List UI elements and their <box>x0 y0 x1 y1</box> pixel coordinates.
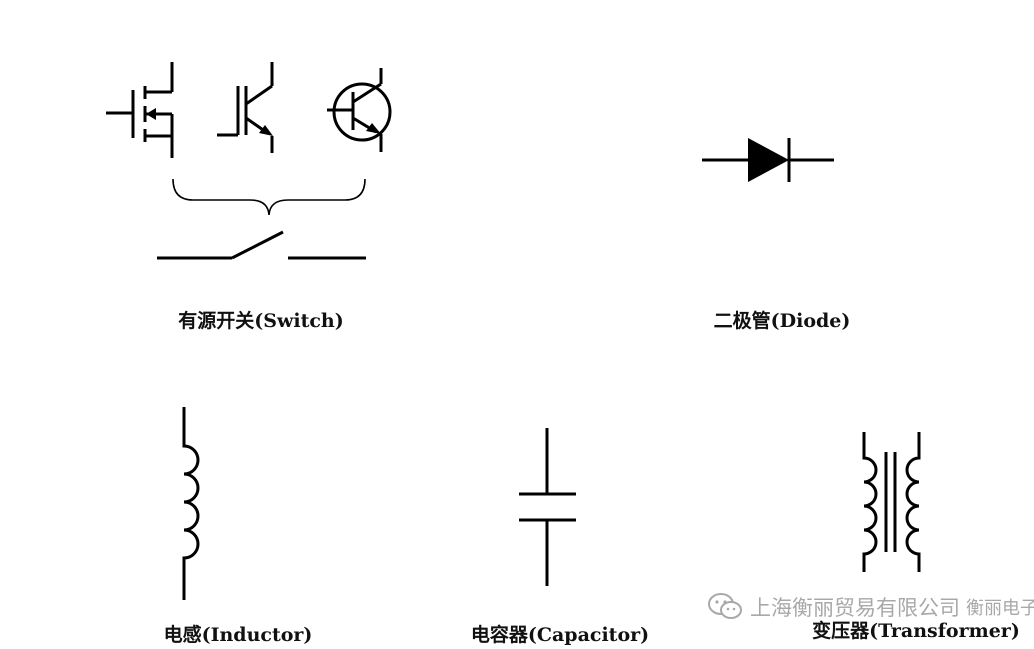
watermark: 上海衡丽贸易有限公司 衡丽电子 <box>706 590 1034 624</box>
wechat-icon <box>708 593 742 619</box>
switch-icon <box>157 230 366 260</box>
inductor-label: 电感(Inductor) <box>163 624 313 646</box>
diode-label: 二极管(Diode) <box>713 310 851 332</box>
bjt-icon <box>327 68 392 152</box>
igbt-icon <box>217 62 274 153</box>
inductor-icon <box>182 407 200 600</box>
capacitor-icon <box>519 428 576 586</box>
watermark-suffix: 衡丽电子 <box>966 598 1034 619</box>
transformer-icon <box>862 432 921 572</box>
switch-label: 有源开关(Switch) <box>178 310 344 332</box>
mosfet-icon <box>106 62 174 158</box>
watermark-text: 上海衡丽贸易有限公司 <box>750 596 960 620</box>
diode-icon <box>702 138 834 182</box>
capacitor-label: 电容器(Capacitor) <box>470 624 650 646</box>
curly-brace <box>172 178 366 216</box>
transformer-label: 变压器(Transformer) <box>812 620 1020 642</box>
